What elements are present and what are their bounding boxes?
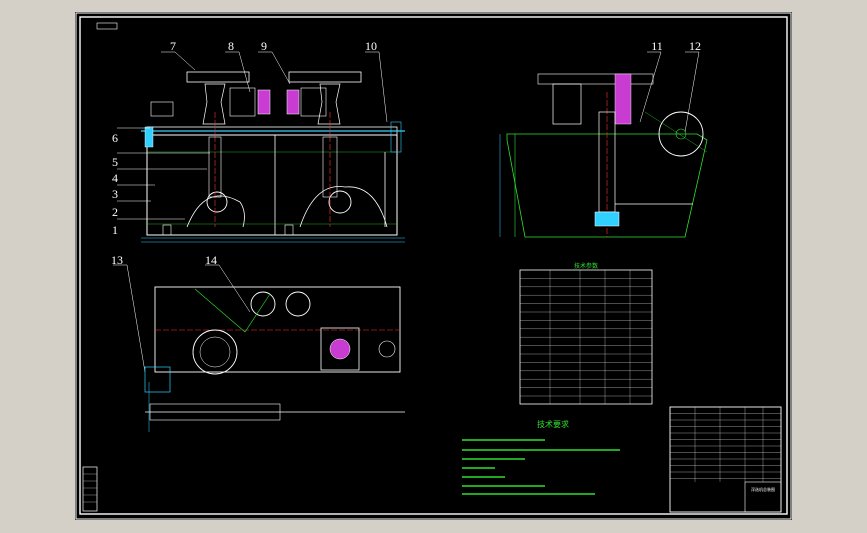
plan-motor-right [285, 291, 311, 317]
title-block-name: 浮选机总装图 [751, 486, 775, 492]
tech-requirements-lines [462, 439, 620, 495]
plan-gearbox [320, 327, 360, 371]
drawing-number-box [96, 22, 118, 30]
front-view [141, 71, 405, 243]
pulley-left [229, 87, 256, 117]
side-coupling [614, 73, 632, 125]
end-bracket [390, 121, 402, 153]
title-block-frame [669, 406, 782, 513]
part-number-12: 12 [689, 39, 701, 53]
part-number-8: 8 [228, 39, 234, 53]
plan-impeller-left [192, 329, 238, 375]
plan-gear [329, 338, 351, 360]
part-number-6: 6 [112, 131, 118, 145]
side-top-plate [537, 73, 654, 85]
plan-belt [194, 288, 271, 333]
bearing-housing-left [202, 83, 226, 125]
plan-outline [154, 286, 401, 373]
impeller-mound-left [186, 195, 245, 228]
plan-motor-left [250, 291, 276, 317]
part-number-10: 10 [365, 39, 377, 53]
title-block: 浮选机总装图 [669, 406, 782, 513]
param-table-frame [519, 269, 653, 405]
part-number-14: 14 [205, 253, 217, 267]
title-block-name-box [744, 481, 782, 513]
foot-mid [284, 224, 294, 236]
part-number-9: 9 [261, 39, 267, 53]
leader-lines [113, 51, 700, 373]
part-number-3: 3 [112, 187, 118, 201]
motor-right [288, 71, 362, 83]
part-number-2: 2 [112, 205, 118, 219]
part-number-7: 7 [170, 39, 176, 53]
side-belt [644, 111, 708, 153]
plan-outlet [378, 340, 396, 358]
plan-shaft-housing [149, 403, 281, 421]
parameter-table: 技术参数 [519, 262, 653, 405]
side-impeller [594, 211, 620, 227]
pulley-right [300, 87, 327, 117]
tank-body [146, 134, 398, 236]
revision-box [82, 466, 98, 512]
side-pulley-hub [675, 128, 687, 140]
plan-drive [144, 366, 171, 393]
tank-hatch [147, 151, 397, 225]
side-motor [552, 83, 582, 125]
param-table-title: 技术参数 [574, 262, 598, 270]
revision-grid [83, 473, 97, 503]
part-number-5: 5 [112, 155, 118, 169]
impeller-right [328, 190, 352, 214]
motor-left [186, 71, 250, 83]
coupling-right [286, 89, 300, 115]
bearing-housing-right [317, 83, 341, 125]
plan-view [144, 286, 405, 432]
impeller-mound-right [299, 186, 388, 228]
part-number-11: 11 [651, 39, 663, 53]
side-pulley [658, 111, 704, 157]
impeller-left [206, 191, 228, 213]
side-view [499, 73, 708, 238]
sheet-border [75, 12, 792, 520]
side-tank-outline [506, 133, 708, 238]
part-number-1: 1 [112, 223, 118, 237]
foot-left [162, 224, 172, 236]
drawing-frame [79, 16, 788, 515]
gear-left [144, 126, 154, 148]
title-block-grid [670, 407, 781, 482]
part-number-13: 13 [111, 253, 123, 267]
coupling-left [257, 89, 271, 115]
stand-pipe-right [322, 136, 338, 198]
stand-pipe-left [208, 136, 222, 198]
drive-box [150, 101, 174, 117]
plan-impeller-left-inner [199, 336, 231, 368]
part-number-4: 4 [112, 171, 118, 185]
param-table-grid [520, 270, 652, 404]
tech-requirements: 技术要求 [462, 419, 620, 495]
tech-requirements-title: 技术要求 [537, 419, 569, 429]
